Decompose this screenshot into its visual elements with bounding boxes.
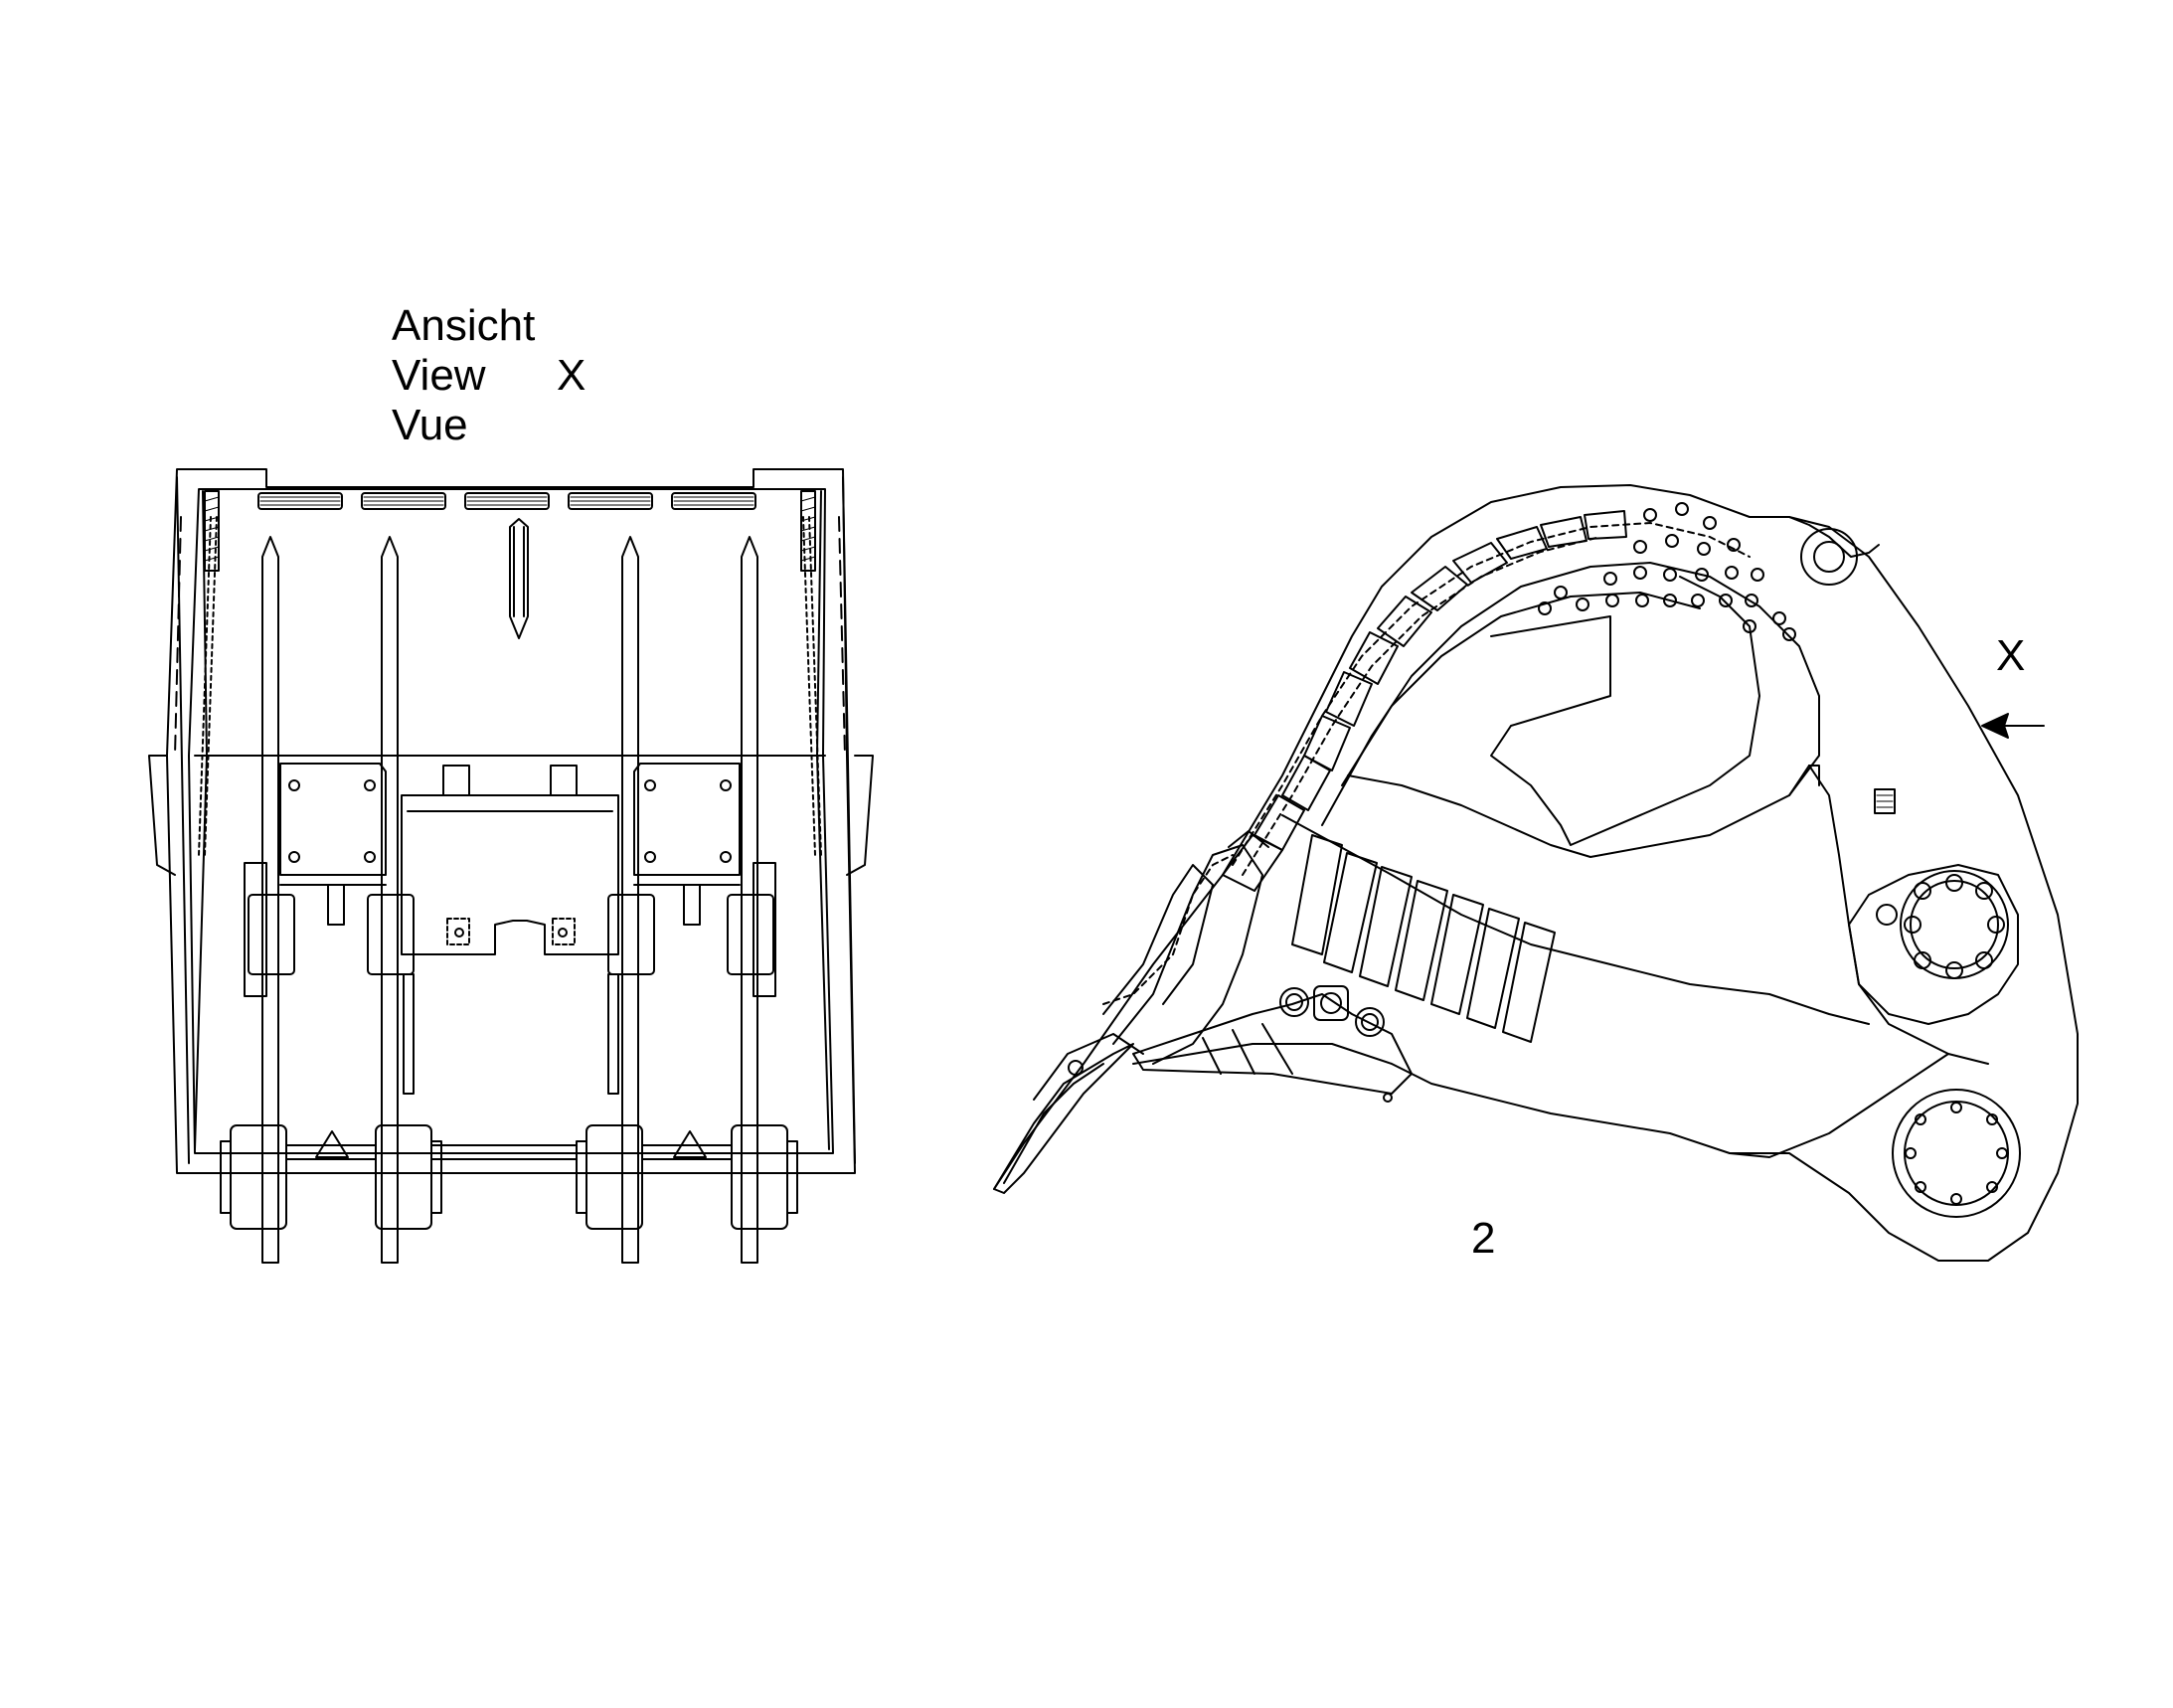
top-vent-slots (257, 492, 756, 510)
upper-hubs (248, 894, 774, 975)
side-view-bucket (993, 484, 2079, 1262)
right-side-plate (816, 476, 856, 1164)
side-cutout (1490, 576, 1760, 846)
bucket-inner-frame (188, 488, 834, 1154)
center-spike (509, 518, 529, 639)
lower-pivot-boss (1892, 1089, 2021, 1218)
vertical-bars (261, 536, 758, 1264)
view-label-en: View (392, 351, 486, 400)
right-triangle-marker (673, 1130, 707, 1158)
right-mount-box (633, 763, 741, 926)
bottom-wheels (220, 1124, 798, 1230)
view-label-letter: X (557, 351, 586, 400)
left-mount-box (279, 763, 387, 926)
view-direction-arrow (1981, 713, 2045, 739)
upper-pivot-boss (1876, 870, 2009, 979)
view-x-front-view (148, 468, 874, 1264)
left-side-plate (176, 476, 208, 1164)
bucket-outer-contour (993, 484, 2079, 1262)
left-triangle-marker (315, 1130, 349, 1158)
side-ribs (1291, 834, 1556, 1043)
direction-marker-letter: X (1996, 631, 2026, 680)
hole-pattern (1538, 502, 1796, 641)
view-label-de: Ansicht (392, 301, 536, 350)
center-bracket (401, 765, 619, 955)
lip-adapter (1132, 985, 1413, 1103)
top-lug (1800, 528, 1858, 586)
name-plate (1874, 788, 1896, 814)
front-tooth (993, 844, 1263, 1194)
view-label-fr: Vue (392, 401, 468, 449)
bucket-outer-frame (166, 468, 856, 1174)
item-number: 2 (1471, 1214, 1496, 1263)
wear-plates (1222, 510, 1627, 892)
